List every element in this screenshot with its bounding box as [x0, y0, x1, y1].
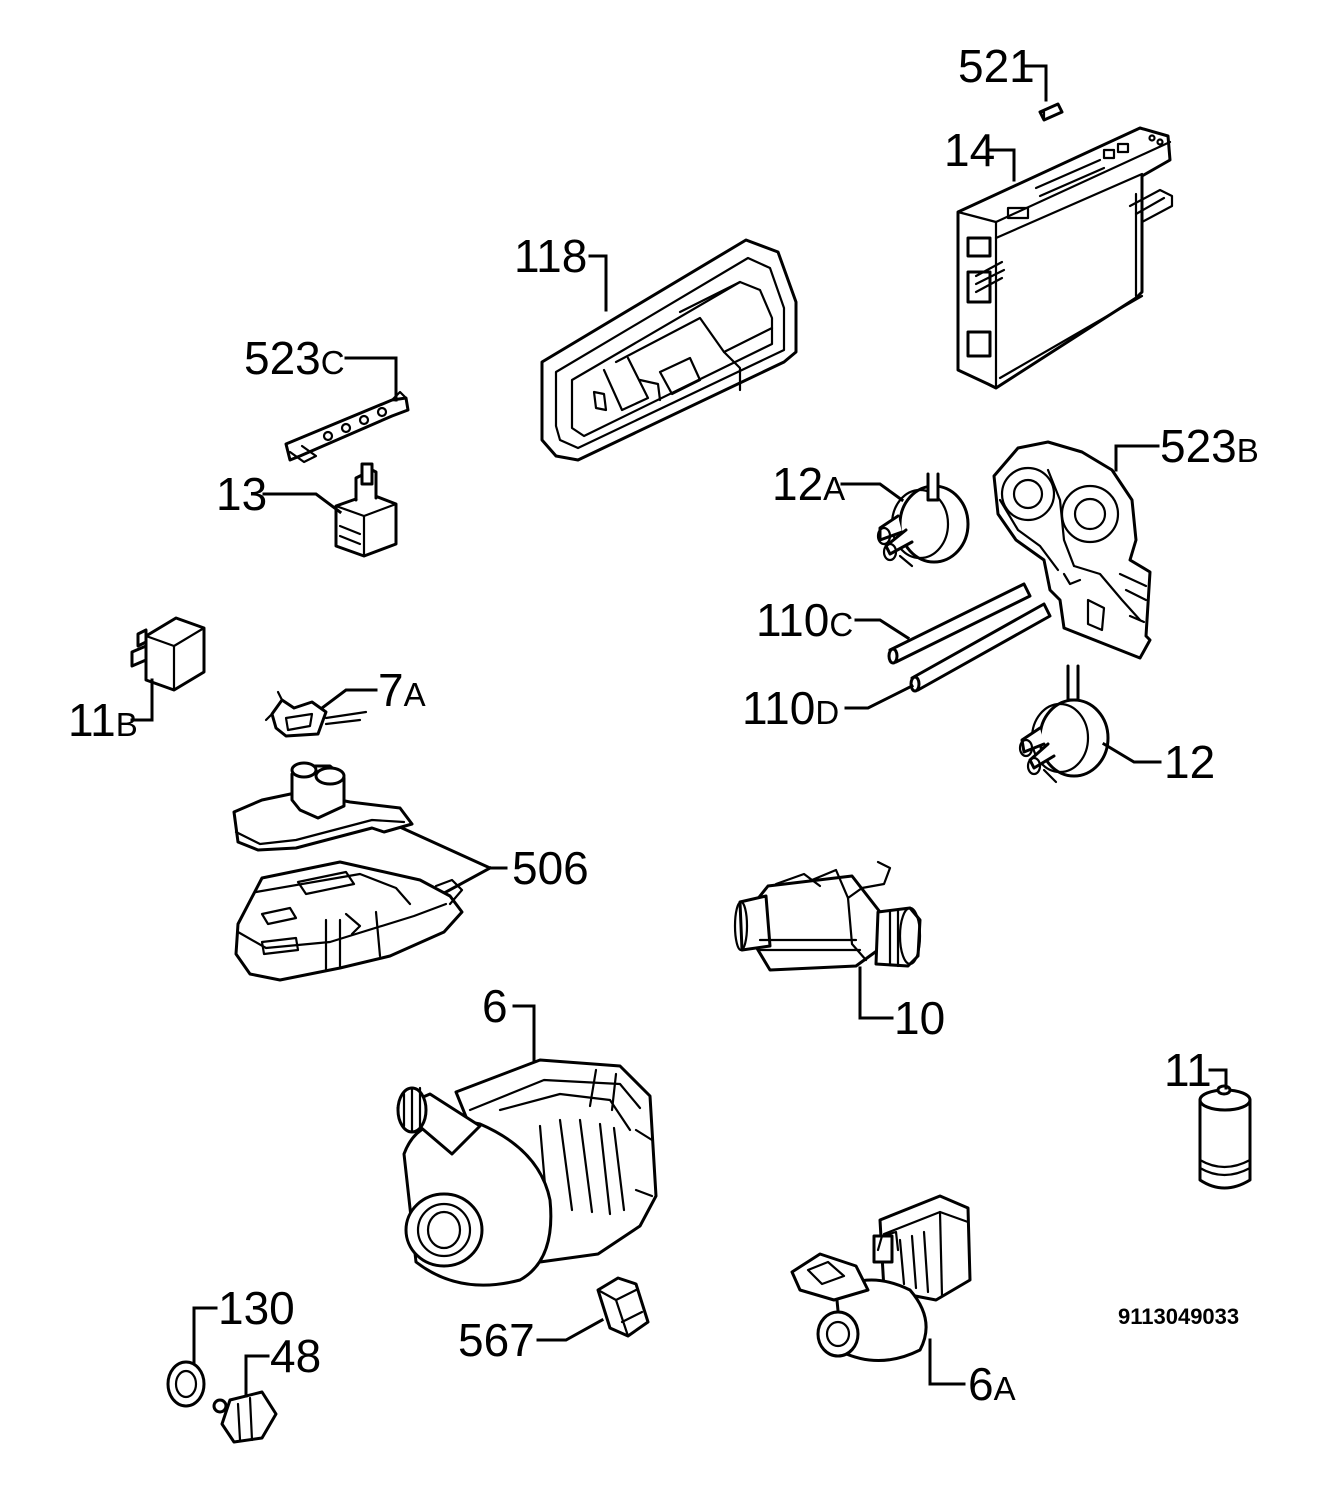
part-110c-drawing — [887, 582, 1032, 665]
leader-118 — [588, 254, 608, 312]
leader-6a — [928, 1338, 966, 1386]
label-10: 10 — [894, 992, 945, 1044]
part-13-drawing — [334, 462, 398, 558]
leader-lines — [130, 64, 1228, 1398]
label-523b: 523B — [1160, 420, 1259, 472]
part-506-drawing — [232, 761, 464, 982]
leader-110c — [854, 618, 911, 641]
label-12: 12 — [1164, 736, 1215, 788]
leader-523c — [344, 356, 398, 402]
leader-10 — [858, 966, 894, 1020]
label-6a: 6A — [968, 1358, 1016, 1410]
leader-110d — [844, 683, 915, 710]
part-567-drawing — [596, 1276, 650, 1338]
label-13: 13 — [216, 468, 267, 520]
part-521-drawing — [1038, 102, 1064, 122]
part-110d-drawing — [909, 602, 1052, 693]
label-11: 11 — [1164, 1044, 1212, 1096]
label-521: 521 — [958, 40, 1035, 92]
leader-11b — [130, 678, 154, 722]
part-12-drawing — [1018, 664, 1110, 784]
leader-6 — [512, 1004, 536, 1062]
label-14: 14 — [944, 124, 995, 176]
part-7a-drawing — [264, 690, 368, 738]
part-523c-drawing — [284, 390, 410, 464]
drawing-code: 9113049033 — [1118, 1304, 1239, 1329]
leader-48 — [244, 1354, 270, 1398]
label-567: 567 — [458, 1314, 535, 1366]
part-130-drawing — [166, 1360, 206, 1408]
part-14-drawing — [956, 126, 1174, 390]
leader-506-a — [400, 826, 508, 870]
label-110d: 110D — [742, 682, 839, 734]
leader-130 — [192, 1306, 218, 1364]
part-6-drawing — [396, 1058, 658, 1287]
leader-567 — [536, 1317, 605, 1342]
part-10-drawing — [733, 860, 922, 972]
part-6a-drawing — [790, 1194, 972, 1362]
label-110c: 110C — [756, 594, 853, 646]
leader-14 — [986, 148, 1016, 182]
label-130: 130 — [218, 1282, 295, 1334]
part-11b-drawing — [130, 616, 206, 692]
label-506: 506 — [512, 842, 589, 894]
label-7a: 7A — [378, 664, 426, 716]
leader-506-b — [443, 865, 493, 895]
leader-12a — [840, 482, 905, 503]
part-48-drawing — [212, 1390, 278, 1444]
label-523c: 523C — [244, 332, 345, 384]
leader-523b — [1114, 444, 1160, 472]
label-118: 118 — [514, 230, 587, 282]
leader-12 — [1101, 741, 1162, 764]
label-6: 6 — [482, 980, 508, 1032]
part-118-drawing — [540, 238, 798, 462]
callout-labels: 521 14 118 523C 523B 12A 13 110C 110D 11… — [68, 40, 1259, 1410]
label-11b: 11B — [68, 694, 138, 746]
part-11-drawing — [1198, 1084, 1252, 1190]
leader-11 — [1208, 1068, 1228, 1090]
leader-521 — [1024, 64, 1048, 102]
label-48: 48 — [270, 1330, 321, 1382]
part-12a-drawing — [876, 472, 970, 568]
part-523b-drawing — [992, 440, 1152, 660]
leader-13 — [262, 492, 343, 515]
leader-7a — [319, 688, 378, 711]
label-12a: 12A — [772, 458, 845, 510]
